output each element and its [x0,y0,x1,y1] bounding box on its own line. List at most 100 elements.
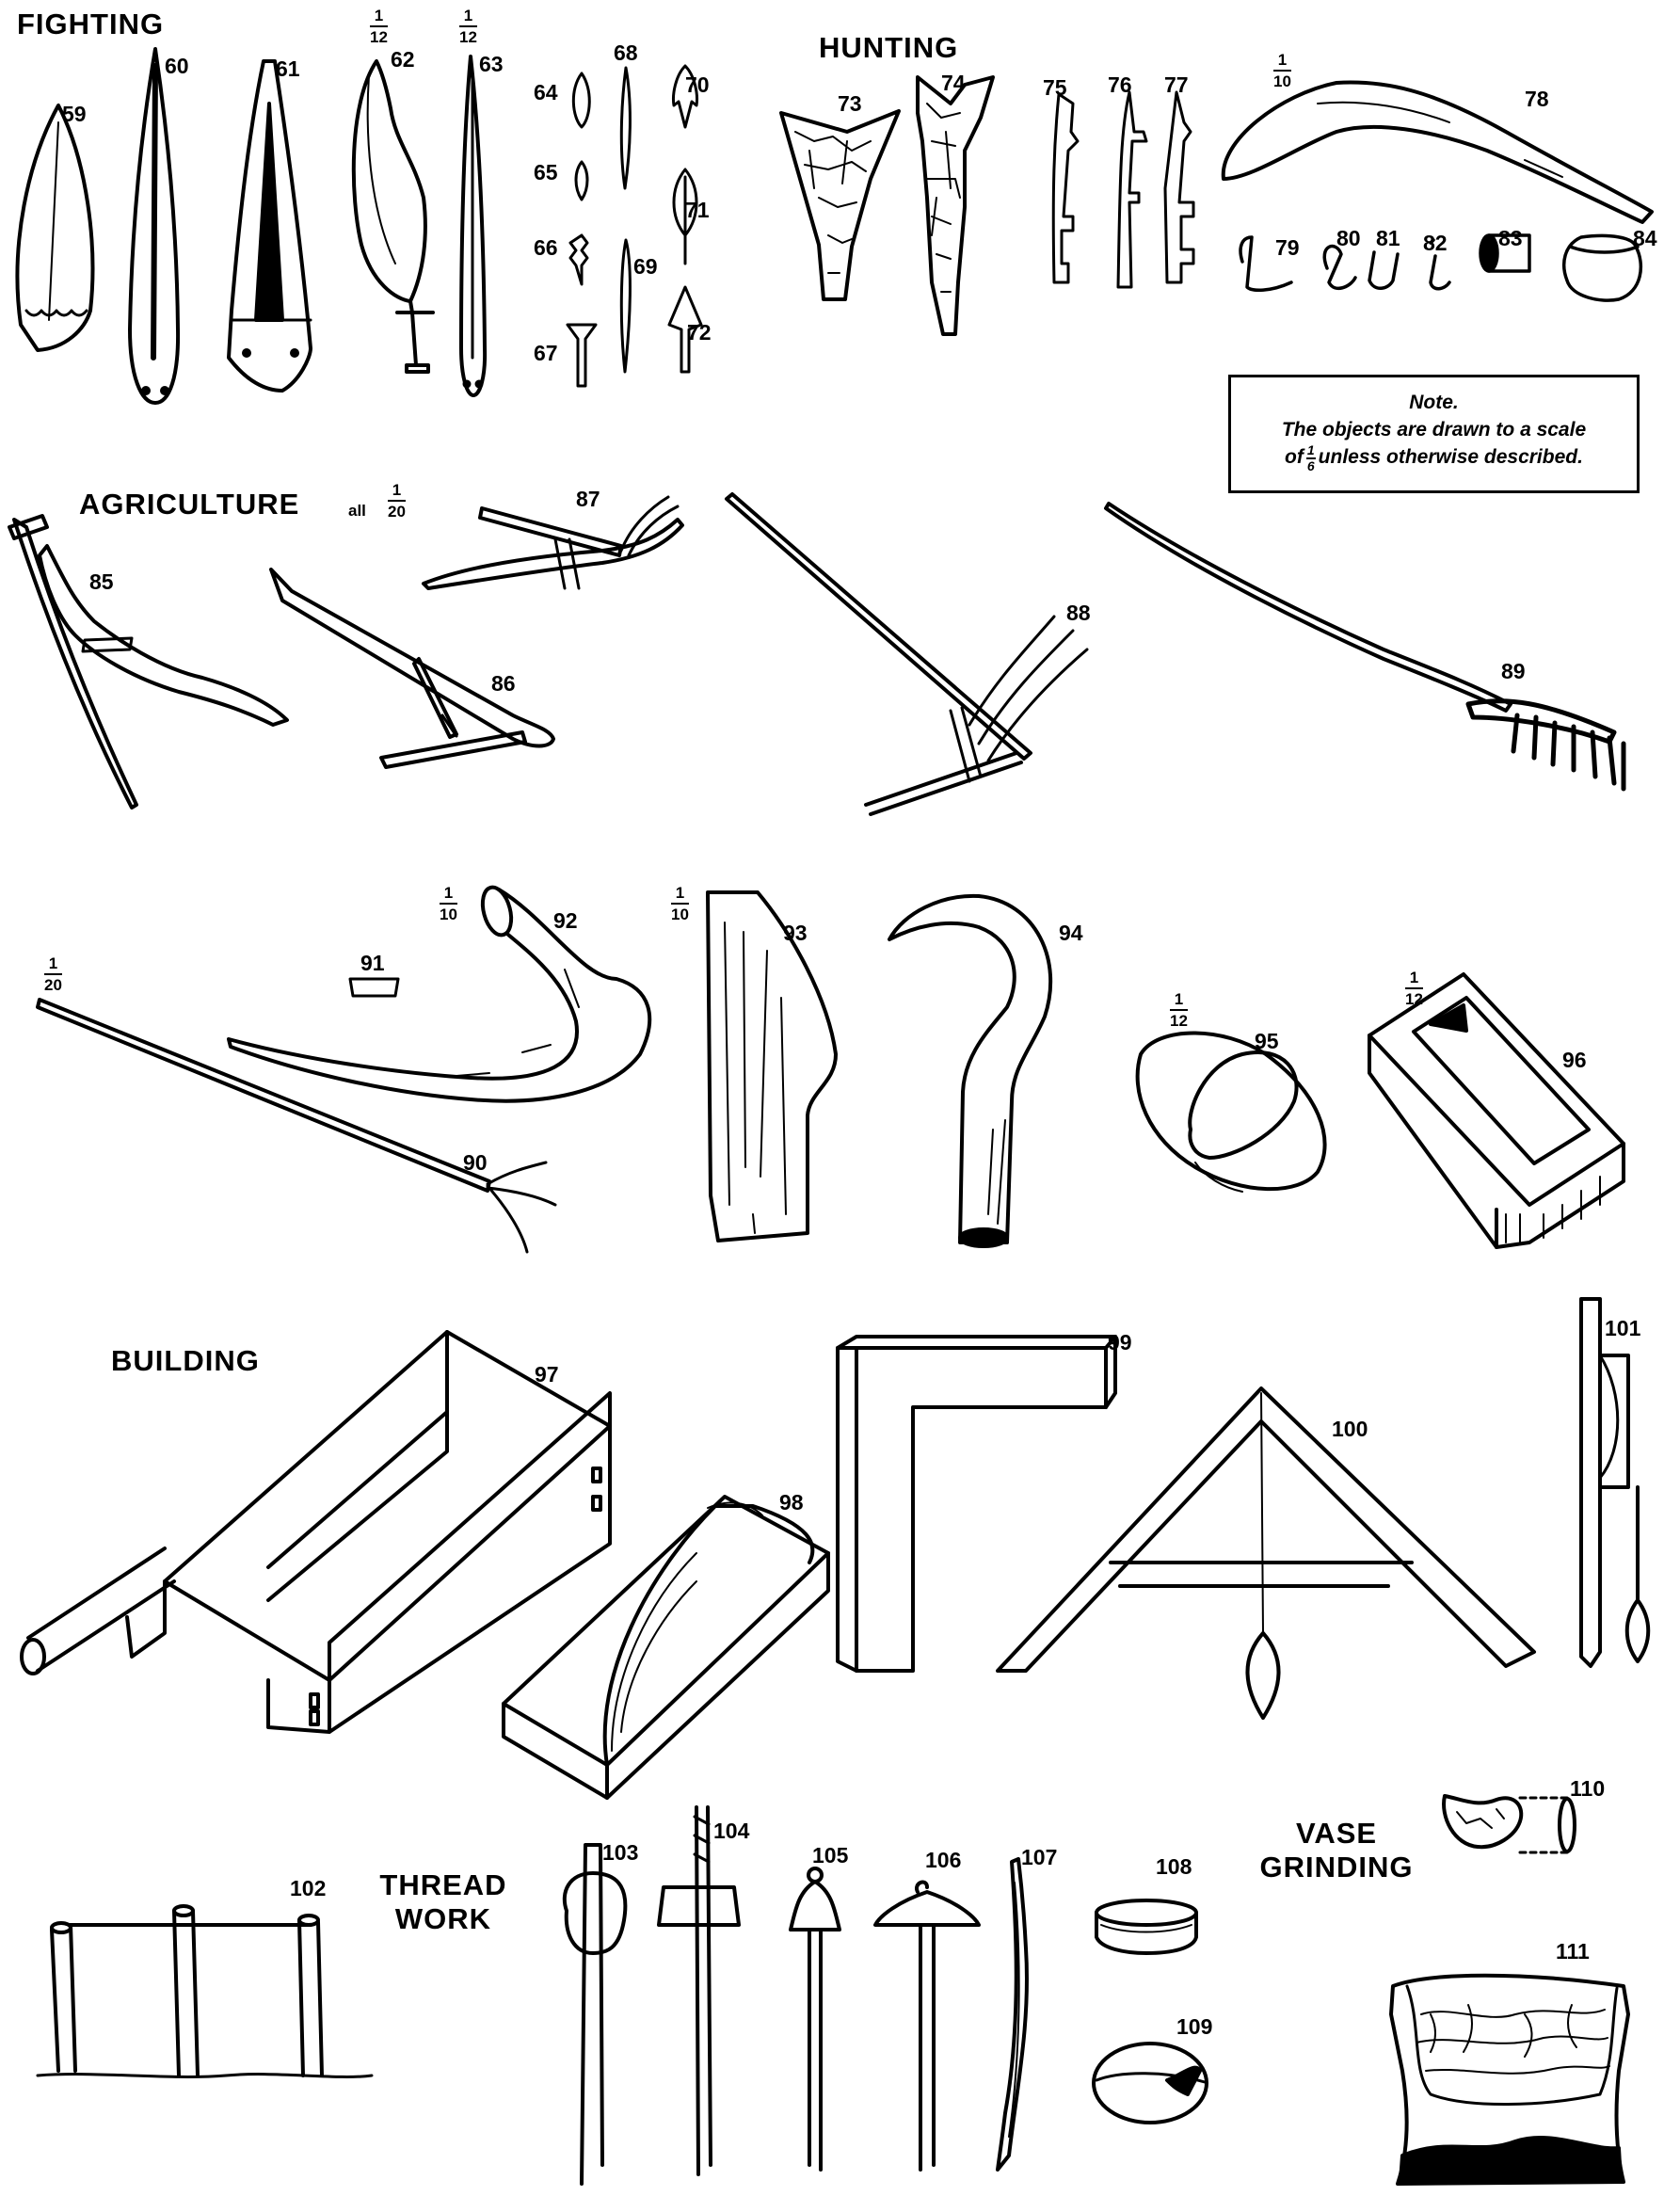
item-number: 93 [783,921,808,945]
item-111-stone-block-drawing [1389,1973,1630,2186]
item-number: 73 [838,91,862,116]
item-number: 92 [553,908,578,933]
item-number: 68 [614,40,638,65]
arrowheads-64-72-drawing [566,64,703,388]
item-number: 61 [276,56,300,81]
item-number: 90 [463,1150,488,1175]
item-103-spindle-drawing [562,1843,628,2186]
item-75-harpoon-drawing [1051,92,1080,284]
item-number: 87 [576,487,600,511]
item-number: 104 [713,1819,750,1843]
item-number: 69 [633,254,658,279]
item-109-spindle-whorl-drawing [1092,2042,1208,2124]
item-number: 89 [1501,659,1526,683]
item-102-loom-posts-drawing [36,1904,374,2078]
item-number: 59 [62,102,87,126]
item-number: 103 [602,1840,639,1865]
item-number: 64 [534,80,558,104]
note-title: Note. [1409,392,1459,413]
item-number: 82 [1423,231,1448,255]
item-106-spindle-drawing [873,1880,981,2172]
item-76-harpoon-drawing [1116,90,1148,289]
heading-thread-work-line2: WORK [394,1901,492,1935]
item-105-spindle-drawing [789,1867,841,2172]
item-number: 83 [1498,226,1523,250]
item-number: 110 [1570,1776,1606,1801]
heading-thread-work-line1: THREAD [379,1868,507,1901]
item-98-mould-drawing [502,1495,830,1800]
item-number: 65 [534,160,558,184]
item-number: 67 [534,341,558,365]
note-line2-post: unless otherwise described. [1318,446,1583,469]
item-89-rake-drawing [1104,502,1626,792]
item-number: 86 [491,671,516,696]
item-number: 78 [1525,87,1549,111]
item-88-plough-drawing [725,492,1089,816]
heading-agriculture: AGRICULTURE [79,488,300,521]
item-101-plumb-drawing [1579,1297,1651,1668]
item-number: 66 [534,235,558,260]
item-91-blade-fragment-drawing [348,977,400,998]
item-60-dagger-drawing [128,47,181,405]
item-99-square-drawing [836,1335,1117,1673]
item-number: 102 [290,1876,327,1900]
item-number: 79 [1275,235,1300,260]
item-number: 71 [685,198,710,222]
item-62-sickle-sword-drawing [351,59,435,374]
heading-fighting: FIGHTING [17,8,165,40]
item-93-wooden-tool-drawing [706,890,838,1242]
item-78-throwing-stick-drawing [1221,80,1654,224]
note-line1: The objects are drawn to a scale [1281,419,1587,441]
item-100-level-drawing [996,1387,1536,1720]
item-number: 100 [1332,1417,1368,1441]
item-number: 63 [479,52,504,76]
item-59-flint-blade-drawing [15,104,95,352]
item-95-quern-stone-drawing [1135,1031,1327,1193]
item-number: 84 [1633,226,1657,250]
item-110-stone-borer-drawing [1442,1794,1576,1854]
item-86-plough-drawing [269,568,555,769]
item-73-flint-drawing [779,109,901,301]
item-number: 85 [89,569,114,594]
item-number: 74 [941,71,966,95]
item-87-plough-drawing [422,495,684,590]
item-92-sickle-drawing [227,885,652,1103]
item-85-hoe-drawing [8,514,289,809]
item-number: 88 [1066,601,1091,625]
item-number: 81 [1376,226,1400,250]
item-108-weight-stone-drawing [1095,1899,1198,1955]
item-96-trough-drawing [1368,972,1625,1249]
item-90-fork-drawing [36,998,557,1254]
heading-hunting: HUNTING [819,31,959,64]
item-number: 94 [1059,921,1083,945]
item-number: 99 [1108,1330,1132,1354]
scale-note-box: Note. The objects are drawn to a scale o… [1228,375,1640,493]
item-number: 77 [1164,72,1189,97]
item-94-sickle-drawing [888,893,1053,1248]
item-number: 75 [1043,75,1067,100]
item-number: 60 [165,54,189,78]
item-number: 95 [1255,1029,1279,1053]
item-number: 98 [779,1490,804,1515]
heading-building: BUILDING [111,1344,260,1377]
item-number: 97 [535,1362,559,1387]
agriculture-scale-all-label: all [348,502,366,520]
item-number: 72 [687,320,712,345]
item-63-spear-drawing [459,55,488,397]
item-74-flint-drawing [916,75,995,336]
item-number: 70 [685,72,710,97]
item-number: 109 [1176,2014,1213,2039]
item-61-dagger-drawing [227,59,312,393]
item-number: 111 [1556,1939,1590,1964]
